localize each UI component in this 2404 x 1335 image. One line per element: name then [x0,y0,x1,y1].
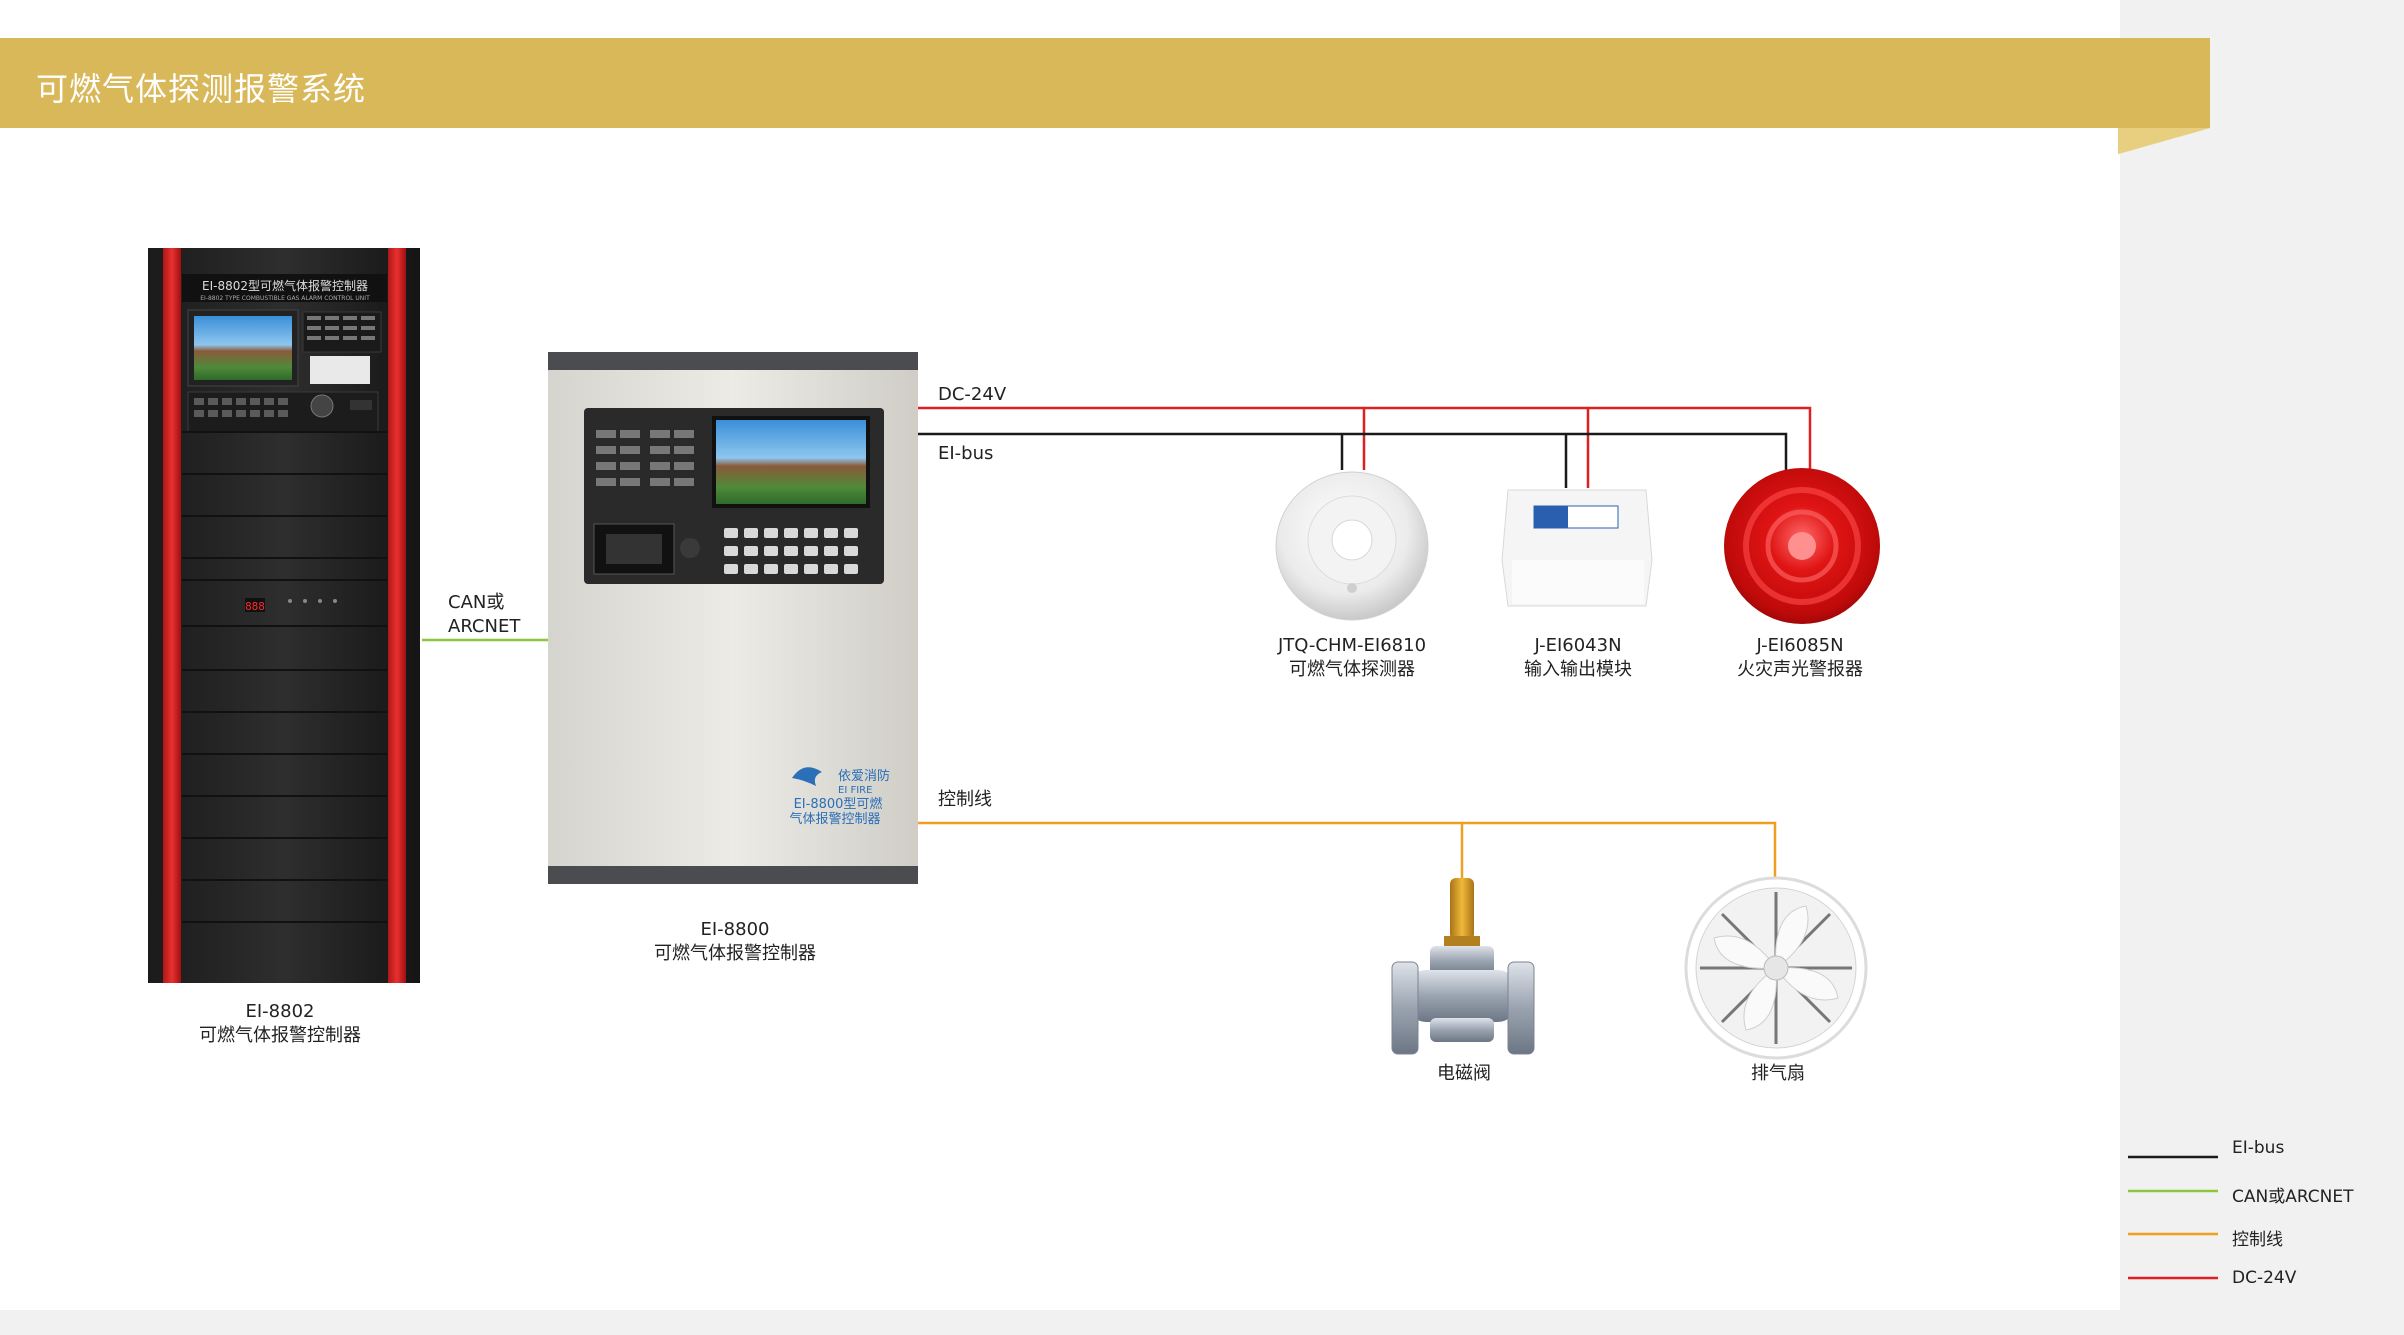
legend-control: 控制线 [2232,1230,2283,1250]
module-model: J-EI6043N [1534,635,1622,656]
alarm-label: J-EI6085N 火灾声光警报器 [1680,634,1920,682]
gas-detector-image [1275,471,1429,621]
eibus-label: EI-bus [938,443,994,464]
legend-swatches [2128,1155,2218,1280]
alarm-model: J-EI6085N [1756,635,1844,656]
legend-can: CAN或ARCNET [2232,1187,2354,1207]
legend-dc24v: DC-24V [2232,1268,2297,1288]
io-module-image [1501,489,1653,607]
ei8800-brand-cn: 依爱消防 [838,768,890,784]
alarm-name: 火灾声光警报器 [1737,659,1863,680]
ei8802-label: EI-8802 可燃气体报警控制器 [160,1000,400,1048]
solenoid-valve-image [1391,878,1535,1055]
ei8802-panel-title: EI-8802型可燃气体报警控制器 [202,278,368,293]
valve-label: 电磁阀 [1437,1063,1491,1084]
ei8800-brand-en: EI FIRE [838,785,872,796]
dc24v-label: DC-24V [938,384,1007,405]
fan-label: 排气扇 [1751,1063,1805,1084]
legend-eibus: EI-bus [2232,1138,2285,1158]
ei8800-label: EI-8800 可燃气体报警控制器 [615,918,855,966]
page-title: 可燃气体探测报警系统 [36,70,367,108]
dc24v-wire [918,406,1812,488]
eibus-wire [918,432,1788,488]
header-bar [0,38,2210,128]
can-label-line1: CAN或 [448,592,505,613]
module-label: J-EI6043N 输入输出模块 [1458,634,1698,682]
exhaust-fan-image [1684,876,1868,1060]
ei8800-panel-line2: 气体报警控制器 [789,811,880,827]
ei8802-name: 可燃气体报警控制器 [199,1025,361,1046]
alarm-strobe-image [1724,468,1880,624]
ei8802-cabinet-image: 888 [148,248,420,983]
can-label-line2: ARCNET [448,616,521,637]
header-flap [2118,128,2210,154]
ei8800-name: 可燃气体报警控制器 [654,943,816,964]
ei8802-panel-subtitle: EI-8802 TYPE COMBUSTIBLE GAS ALARM CONTR… [200,295,370,302]
control-wire [918,821,1777,880]
detector-name: 可燃气体探测器 [1289,659,1415,680]
module-name: 输入输出模块 [1524,659,1632,680]
detector-label: JTQ-CHM-EI6810 可燃气体探测器 [1232,634,1472,682]
ei8800-panel-line1: EI-8800型可燃 [794,796,883,812]
ei8802-model: EI-8802 [245,1001,315,1022]
control-wire-label: 控制线 [938,789,992,810]
detector-model: JTQ-CHM-EI6810 [1277,635,1427,656]
ei8800-model: EI-8800 [700,919,770,940]
svg-text:888: 888 [245,600,265,613]
ei8800-controller-image [548,352,918,884]
